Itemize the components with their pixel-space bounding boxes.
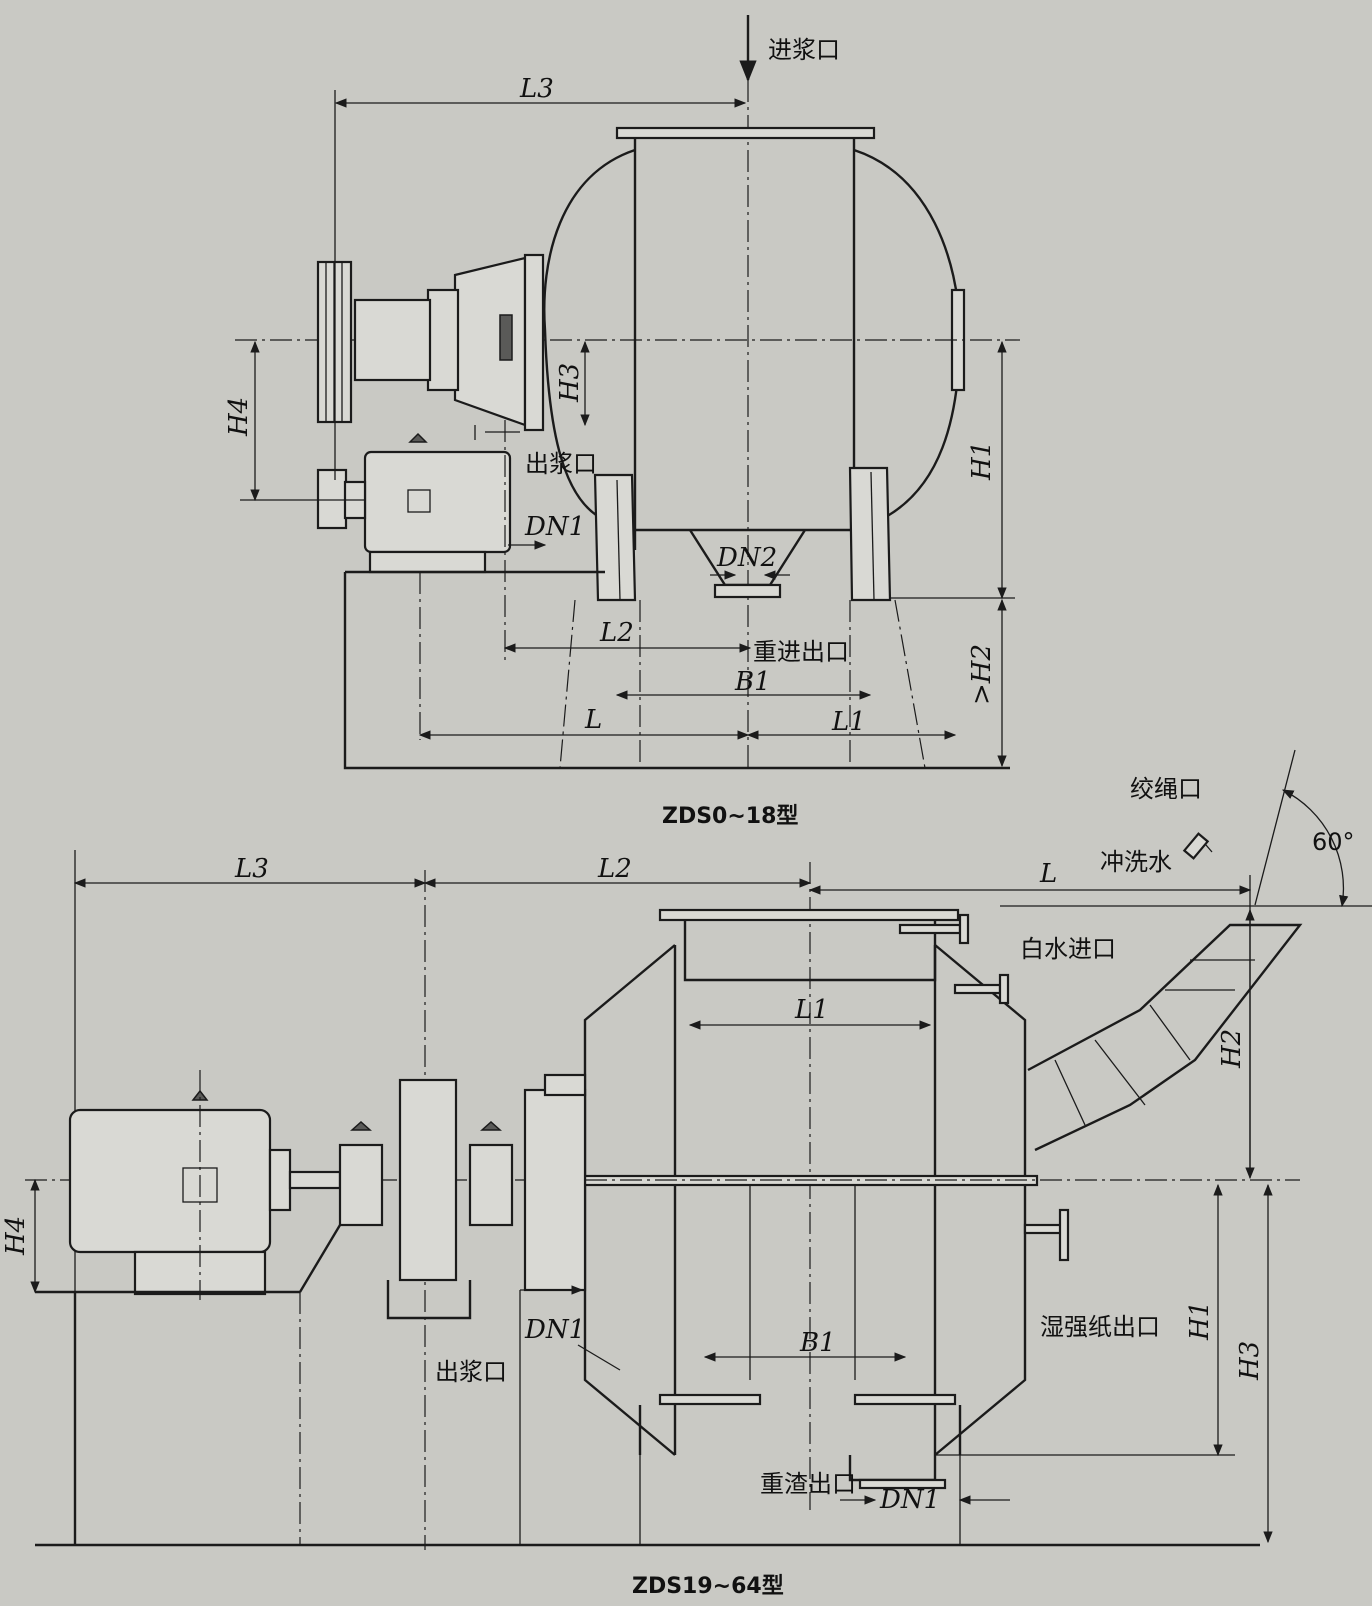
motor-icon bbox=[68, 1089, 292, 1296]
bottom-dim-L: L bbox=[1039, 859, 1057, 889]
top-dim-H3: H3 bbox=[555, 363, 585, 403]
top-dim-DN2: DN2 bbox=[716, 543, 777, 573]
dn2-flange bbox=[713, 583, 782, 599]
top-dim-B1: B1 bbox=[734, 667, 771, 697]
drum-right bbox=[853, 148, 962, 522]
bottom-dim-H4: H4 bbox=[1, 1216, 31, 1256]
shaft-sleeve bbox=[353, 298, 432, 382]
bearing-left bbox=[338, 1143, 384, 1227]
left-leg bbox=[593, 473, 637, 602]
pulley-icon bbox=[398, 1078, 458, 1282]
top-foundation bbox=[343, 570, 1010, 770]
bottom-dim-H2: H2 bbox=[1217, 1029, 1247, 1069]
base-sides bbox=[638, 1405, 962, 1455]
bottom-dim-DN1a: DN1 bbox=[524, 1315, 585, 1345]
label-white-water-inlet: 白水进口 bbox=[1020, 935, 1116, 963]
drive-housing bbox=[523, 1088, 587, 1292]
bearing-right bbox=[468, 1143, 514, 1227]
housing-flange bbox=[523, 253, 545, 432]
top-label-inlet: 进浆口 bbox=[768, 36, 840, 64]
label-bottom-outlet: 出浆口 bbox=[435, 1358, 507, 1386]
top-dim-DN1: DN1 bbox=[524, 512, 585, 542]
label-flush-water: 冲洗水 bbox=[1100, 848, 1172, 876]
top-dim-L3: L3 bbox=[519, 74, 554, 104]
right-leg bbox=[848, 466, 892, 602]
residue-outlet bbox=[848, 1455, 937, 1482]
label-rope-outlet: 绞绳口 bbox=[1130, 775, 1202, 803]
label-residue-outlet: 重渣出口 bbox=[760, 1470, 856, 1498]
top-dim-L: L bbox=[584, 705, 602, 735]
bottom-dim-DN1b: DN1 bbox=[879, 1485, 940, 1515]
bottom-dim-L3: L3 bbox=[234, 854, 269, 884]
bottom-dim-H1: H1 bbox=[1185, 1301, 1215, 1341]
top-flange bbox=[615, 126, 876, 140]
bearing-housing bbox=[453, 256, 527, 427]
top-label-outlet: 出浆口 bbox=[525, 450, 597, 478]
motor-icon bbox=[316, 432, 512, 574]
bottom-caption: ZDS19~64型 bbox=[632, 1574, 784, 1599]
bottom-foundation bbox=[35, 1224, 1260, 1547]
bottom-dim-B1: B1 bbox=[799, 1328, 836, 1358]
top-dim-L2: L2 bbox=[599, 618, 634, 648]
rope-chute bbox=[1027, 923, 1303, 1152]
top-dim-H1: H1 bbox=[967, 441, 997, 481]
angle-label: 60° bbox=[1312, 828, 1355, 856]
top-label-heavy-outlet: 重进出口 bbox=[753, 638, 849, 666]
bottom-dim-H3: H3 bbox=[1235, 1341, 1265, 1381]
bearing-block bbox=[426, 288, 460, 392]
body-right bbox=[934, 944, 1027, 1456]
top-dim-L1: L1 bbox=[831, 707, 866, 737]
label-wet-paper-outlet: 湿强纸出口 bbox=[1040, 1313, 1160, 1341]
top-dim-H2: >H2 bbox=[967, 644, 997, 705]
bottom-dim-L1: L1 bbox=[794, 995, 829, 1025]
top-caption: ZDS0~18型 bbox=[662, 804, 798, 829]
body-left bbox=[583, 944, 676, 1456]
top-figure: L3 H4 H3 H1 >H2 DN1 DN2 L2 B1 L L1 进浆口 出… bbox=[224, 15, 1020, 829]
bottom-top-flange bbox=[658, 908, 960, 922]
inlet-channel bbox=[633, 138, 856, 550]
top-dim-H4: H4 bbox=[224, 397, 254, 437]
drum-left bbox=[543, 148, 636, 522]
bottom-dim-L2: L2 bbox=[597, 854, 632, 884]
bottom-figure: L3 L2 L bbox=[1, 749, 1372, 1599]
